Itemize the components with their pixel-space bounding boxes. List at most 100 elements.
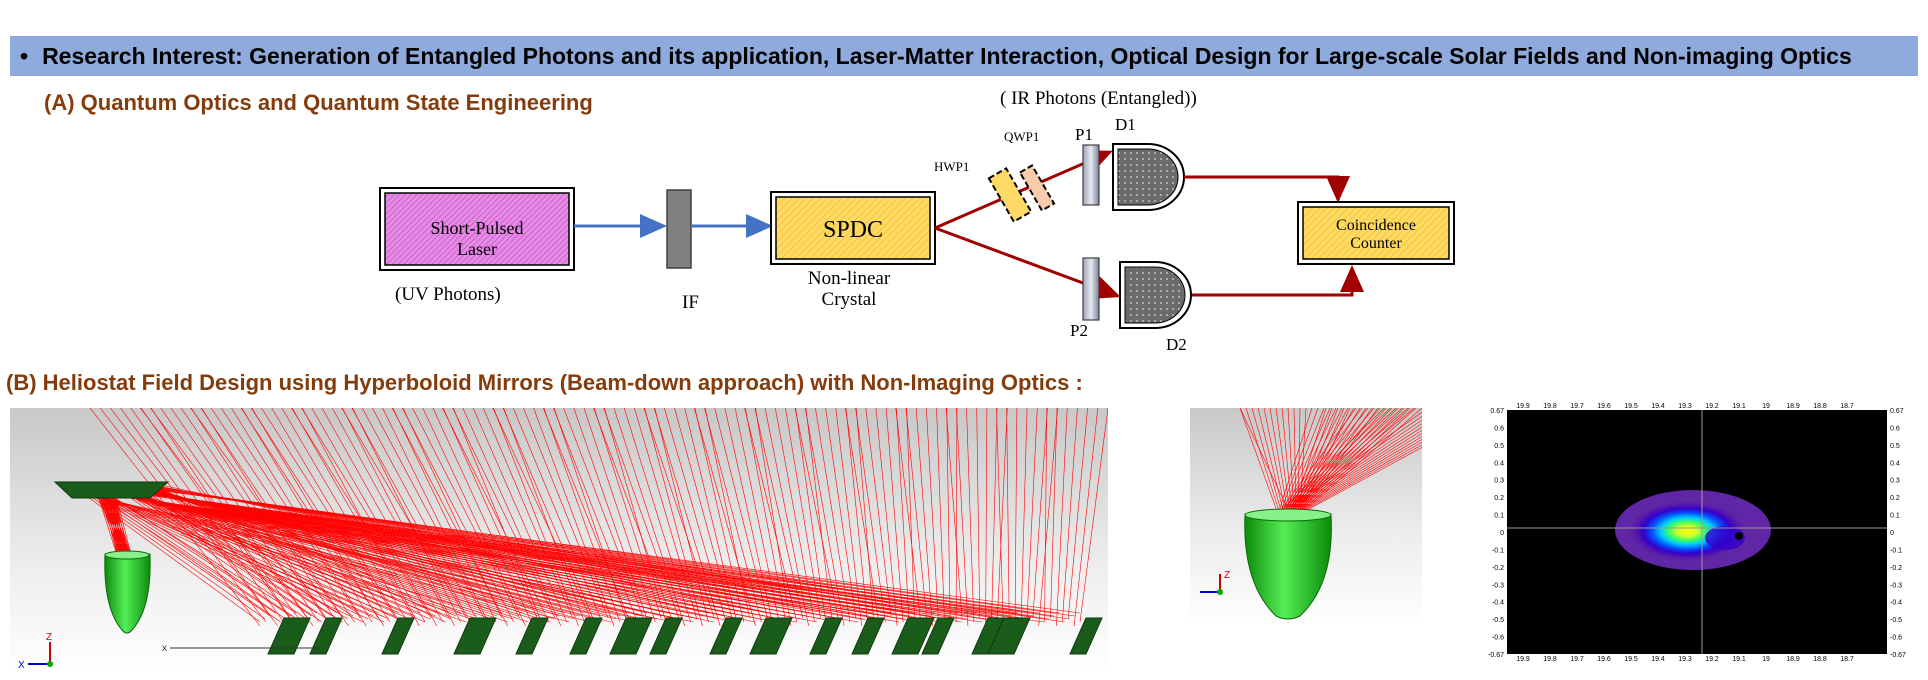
reflected-ray bbox=[141, 487, 653, 623]
flux-left-tick-label: -0.1 bbox=[1492, 547, 1504, 554]
flux-left-tick-label: 0 bbox=[1500, 530, 1504, 537]
zoom-ray bbox=[1281, 419, 1422, 515]
reflected-ray bbox=[132, 488, 333, 617]
zoom-ray bbox=[1283, 408, 1331, 515]
incident-ray bbox=[1073, 408, 1099, 627]
reflected-ray bbox=[92, 489, 802, 620]
reflected-ray bbox=[141, 489, 756, 623]
zoom-ray bbox=[1279, 408, 1319, 515]
reflected-ray bbox=[69, 488, 983, 623]
crystal-label-line2: Crystal bbox=[822, 289, 877, 310]
zoom-ray bbox=[1283, 423, 1422, 515]
zoom-ray bbox=[1295, 441, 1422, 515]
incident-ray bbox=[1014, 408, 1018, 619]
heliostat-raytrace-panel: Z X x bbox=[10, 408, 1108, 674]
zoom-ray bbox=[1269, 408, 1289, 515]
flux-top-tick-label: 19.3 bbox=[1678, 403, 1692, 410]
coincidence-label-line2: Counter bbox=[1350, 235, 1402, 252]
flux-bottom-tick-label: 19.4 bbox=[1651, 656, 1665, 662]
reflected-ray bbox=[123, 486, 323, 623]
flux-left-tick-label: 0.2 bbox=[1494, 495, 1504, 502]
zoom-ray bbox=[1279, 408, 1391, 515]
p1-label: P1 bbox=[1075, 125, 1093, 144]
flux-left-tick-label: 0.5 bbox=[1494, 443, 1504, 450]
zoom-ray bbox=[1281, 408, 1369, 515]
zoom-ray bbox=[1279, 415, 1422, 515]
incident-ray bbox=[684, 408, 739, 627]
reflected-ray bbox=[69, 491, 673, 623]
flux-left-tick-label: -0.3 bbox=[1492, 582, 1504, 589]
zoom-ray-bundle bbox=[1239, 408, 1422, 515]
section-b-title: (B) Heliostat Field Design using Hyperbo… bbox=[6, 370, 1083, 395]
reflected-ray bbox=[78, 491, 580, 617]
flux-left-tick-label: -0.4 bbox=[1492, 600, 1504, 607]
zoom-ray bbox=[1285, 408, 1337, 515]
zoom-ray bbox=[1293, 408, 1333, 515]
incident-ray bbox=[946, 408, 951, 627]
flux-top-tick-label: 19.9 bbox=[1516, 403, 1530, 410]
reflected-ray bbox=[110, 483, 307, 620]
zoom-ray bbox=[1239, 408, 1279, 515]
reflected-ray bbox=[110, 491, 720, 620]
heliostat-mirror bbox=[569, 617, 603, 655]
flux-left-tick-label: 0.4 bbox=[1494, 460, 1504, 467]
incident-ray bbox=[1079, 408, 1108, 623]
incident-ray bbox=[442, 408, 538, 619]
flux-right-axis: 0.670.60.50.40.30.20.10-0.1-0.2-0.3-0.4-… bbox=[1890, 408, 1906, 659]
flux-right-tick-label: -0.67 bbox=[1890, 652, 1906, 659]
flux-top-tick-label: 19.4 bbox=[1651, 403, 1665, 410]
reflected-ray bbox=[87, 488, 797, 623]
zoom-ray bbox=[1287, 408, 1415, 515]
reflected-ray bbox=[74, 488, 472, 620]
flux-left-axis: 0.670.60.50.40.30.20.10-0.1-0.2-0.3-0.4-… bbox=[1488, 408, 1504, 659]
zoom-ray bbox=[1293, 439, 1422, 515]
flux-left-tick-label: -0.6 bbox=[1492, 635, 1504, 642]
axis-triad: Z X bbox=[18, 632, 53, 671]
incident-ray bbox=[472, 408, 568, 623]
reflected-ray bbox=[119, 485, 317, 614]
zoom-ray bbox=[1287, 408, 1343, 515]
incident-ray bbox=[845, 408, 880, 627]
incident-ray bbox=[955, 408, 958, 623]
reflected-ray bbox=[69, 485, 364, 623]
reflected-ray bbox=[105, 484, 405, 623]
incident-ray bbox=[422, 408, 526, 627]
flux-bottom-tick-label: 19.5 bbox=[1624, 656, 1638, 662]
reflected-ray bbox=[92, 488, 286, 620]
incident-ray bbox=[906, 408, 916, 627]
d1-signal-line bbox=[1184, 175, 1350, 203]
incident-ray bbox=[1020, 408, 1028, 627]
flux-right-tick-label: 0.3 bbox=[1890, 478, 1900, 485]
redirected-ray bbox=[101, 495, 119, 559]
incident-ray bbox=[321, 408, 444, 623]
crystal-label-line1: Non-linear bbox=[808, 268, 891, 289]
incident-ray bbox=[593, 408, 662, 619]
flux-right-tick-label: -0.6 bbox=[1890, 635, 1902, 642]
incident-ray bbox=[291, 408, 426, 623]
hwp-label: HWP1 bbox=[934, 159, 969, 174]
heliostat-mirror bbox=[749, 617, 793, 655]
reflected-ray bbox=[96, 484, 498, 617]
zoom-ray bbox=[1289, 408, 1349, 515]
zoom-ray bbox=[1297, 444, 1422, 515]
incident-ray bbox=[896, 408, 910, 619]
flux-top-tick-label: 18.7 bbox=[1840, 403, 1854, 410]
quarter-wave-plate bbox=[1018, 164, 1056, 212]
zoom-ray bbox=[1291, 408, 1399, 515]
incident-ray bbox=[895, 408, 922, 623]
incident-ray bbox=[996, 408, 1004, 627]
coincidence-counter: Coincidence Counter bbox=[1297, 201, 1455, 265]
reflected-ray bbox=[132, 483, 539, 617]
incident-ray bbox=[573, 408, 650, 627]
detector-d2 bbox=[1119, 261, 1192, 329]
reflected-ray bbox=[74, 490, 575, 620]
heliostat-mirror bbox=[609, 617, 653, 655]
entangled-beam-upper bbox=[934, 150, 1113, 230]
reflected-ray bbox=[110, 487, 513, 620]
incident-ray bbox=[985, 408, 988, 627]
flux-right-tick-label: -0.5 bbox=[1890, 617, 1902, 624]
reflected-ray bbox=[123, 488, 426, 623]
flux-bottom-tick-label: 19.2 bbox=[1705, 656, 1719, 662]
incident-ray bbox=[1032, 408, 1048, 619]
incident-ray bbox=[714, 408, 768, 619]
